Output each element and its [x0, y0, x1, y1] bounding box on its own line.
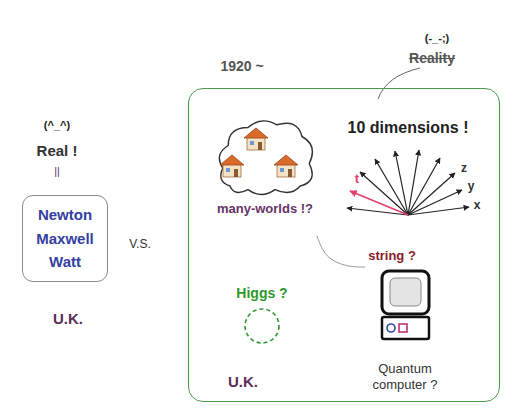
axis-label: x — [474, 198, 481, 212]
struck-label: Reality — [409, 50, 455, 66]
scientist-name: Watt — [49, 254, 81, 270]
cloud-outline — [205, 111, 325, 236]
dimension-axes — [347, 150, 469, 215]
theory-label: Quantum computer ? — [355, 361, 455, 393]
scientist-box: NewtonMaxwellWatt — [22, 195, 108, 282]
scientist-name: Newton — [38, 207, 92, 223]
axis-label: y — [468, 179, 475, 193]
country-label: U.K. — [228, 373, 258, 390]
many-worlds-cloud: many-worlds !? — [205, 111, 325, 236]
face-emoticon: (^_^) — [44, 119, 70, 131]
dimension-label: 10 dimensions ! — [348, 119, 469, 137]
theory-label: many-worlds !? — [205, 201, 325, 217]
higgs-circle: Higgs ? — [232, 284, 292, 346]
quantum-computer: Quantum computer ? — [355, 267, 455, 395]
axis-label: t — [355, 171, 359, 186]
theory-label: string ? — [368, 248, 416, 263]
house-icon — [274, 155, 298, 177]
cloud-outline — [219, 121, 312, 195]
house-icon — [244, 128, 268, 150]
house-icon — [220, 155, 244, 177]
scientist-name: Maxwell — [36, 231, 94, 247]
theory-label: Higgs ? — [232, 285, 292, 301]
connector-line — [317, 236, 365, 267]
dashed-circle — [245, 309, 279, 343]
equals-sign: || — [54, 165, 60, 177]
face-emoticon: (-_-;) — [425, 32, 449, 44]
verdict-label: Real ! — [37, 142, 78, 159]
era-heading: 1920 ~ — [207, 58, 277, 74]
time-axis — [350, 191, 408, 215]
axis-label: z — [461, 161, 467, 175]
computer-icon — [382, 271, 429, 339]
country-label: U.K. — [53, 310, 83, 327]
leader-line — [378, 68, 420, 99]
versus-label: V.S. — [129, 237, 151, 251]
